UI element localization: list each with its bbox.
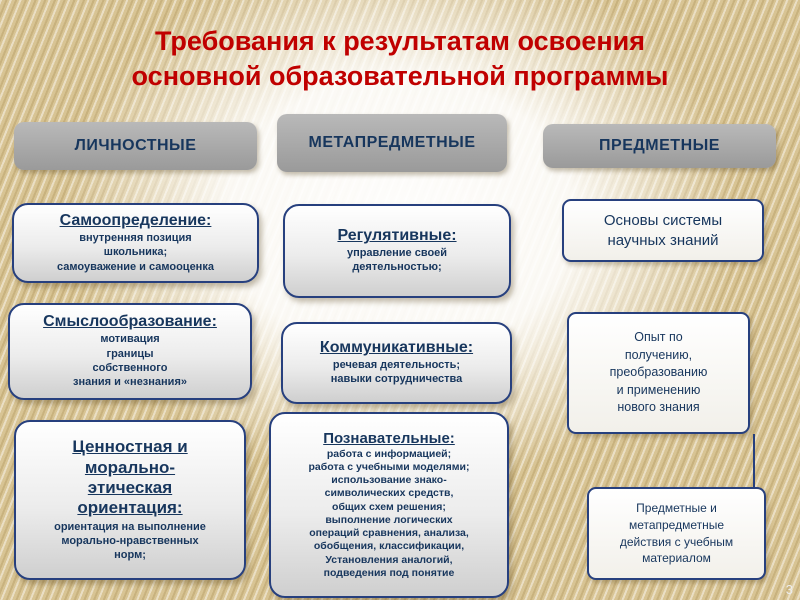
page-number: 3 bbox=[785, 582, 793, 597]
box-heading: Ценностная и морально- этическая ориента… bbox=[72, 437, 188, 517]
box-heading: Самоопределение: bbox=[59, 212, 212, 230]
box-body: речевая деятельность; навыки сотрудничес… bbox=[330, 359, 463, 386]
box-meaning-formation: Смыслообразование: мотивация границы соб… bbox=[8, 303, 252, 400]
slide-title: Требования к результатам освоения основн… bbox=[131, 26, 669, 92]
column-header-subject: ПРЕДМЕТНЫЕ bbox=[543, 124, 776, 168]
box-body: внутренняя позиция школьника; самоуважен… bbox=[57, 231, 214, 273]
box-regulative: Регулятивные: управление своей деятельно… bbox=[283, 204, 511, 298]
box-body: мотивация границы собственного знания и … bbox=[73, 333, 187, 389]
connector-line bbox=[753, 434, 755, 490]
column-header-personal: ЛИЧНОСТНЫЕ bbox=[14, 122, 257, 170]
box-self-determination: Самоопределение: внутренняя позиция школ… bbox=[12, 203, 259, 283]
box-moral-ethics-orientation: Ценностная и морально- этическая ориента… bbox=[14, 420, 246, 580]
box-heading: Познавательные: bbox=[323, 430, 455, 448]
box-science-knowledge: Основы системы научных знаний bbox=[562, 199, 764, 262]
box-heading: Коммуникативные: bbox=[319, 339, 474, 357]
column-header-meta: МЕТАПРЕДМЕТНЫЕ bbox=[277, 114, 507, 172]
box-cognitive: Познавательные: работа с информацией; ра… bbox=[269, 412, 509, 598]
box-knowledge-experience: Опыт по получению, преобразованию и прим… bbox=[567, 312, 750, 434]
box-body: работа с информацией; работа с учебными … bbox=[308, 447, 470, 579]
box-heading: Смыслообразование: bbox=[43, 313, 217, 331]
box-body: управление своей деятельностью; bbox=[346, 247, 448, 274]
box-subject-actions: Предметные и метапредметные действия с у… bbox=[587, 487, 766, 580]
box-communicative: Коммуникативные: речевая деятельность; н… bbox=[281, 322, 512, 404]
box-heading: Регулятивные: bbox=[337, 227, 457, 245]
box-body: ориентация на выполнение морально-нравст… bbox=[54, 520, 206, 562]
